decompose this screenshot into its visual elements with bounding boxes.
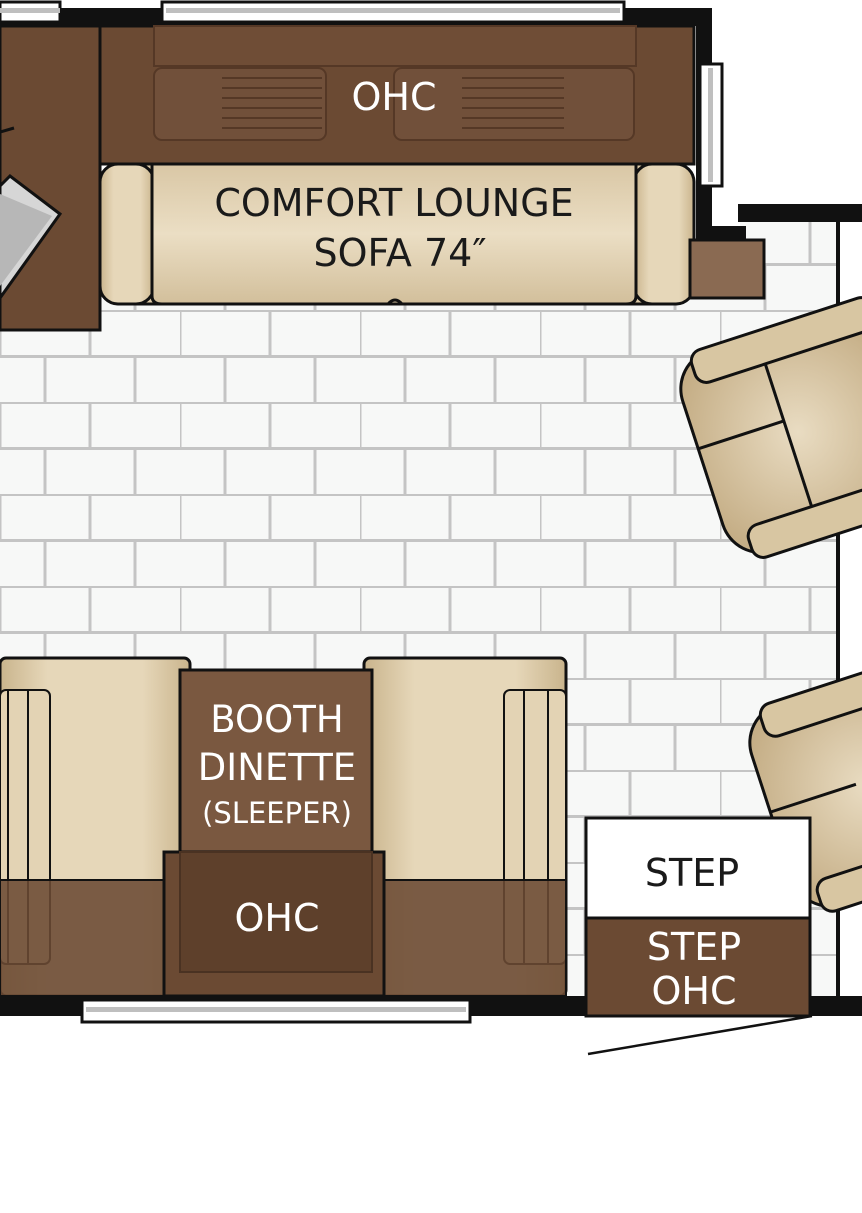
step-ohc-cabinet	[584, 916, 812, 1018]
step-label: STEP	[645, 851, 739, 895]
ohc-top-cabinet	[98, 24, 696, 166]
door-swing-line	[587, 1014, 813, 1056]
ohc-bottom-cabinet	[0, 850, 567, 998]
booth-label-line1: BOOTH	[210, 698, 343, 741]
ohc-top-label: OHC	[351, 75, 436, 119]
sofa-label-line2: SOFA 74″	[313, 231, 486, 275]
window-right-upper	[698, 62, 724, 188]
window-top	[160, 0, 626, 24]
booth-label-line3: (SLEEPER)	[202, 796, 352, 830]
booth-label-line2: DINETTE	[198, 746, 356, 789]
window-top-left	[0, 0, 62, 24]
dinette-table	[178, 668, 374, 862]
sofa-label-line1: COMFORT LOUNGE	[214, 181, 573, 225]
step-ohc-label-line1: STEP	[647, 925, 741, 969]
comfort-lounge-sofa	[98, 162, 696, 306]
window-bottom	[80, 998, 472, 1024]
entry-step	[584, 816, 812, 1018]
step-ohc-label-line2: OHC	[651, 969, 736, 1013]
corner-cabinet	[0, 24, 102, 332]
ohc-bottom-label: OHC	[234, 896, 319, 940]
recliner-upper	[679, 296, 862, 559]
end-table	[688, 238, 766, 300]
